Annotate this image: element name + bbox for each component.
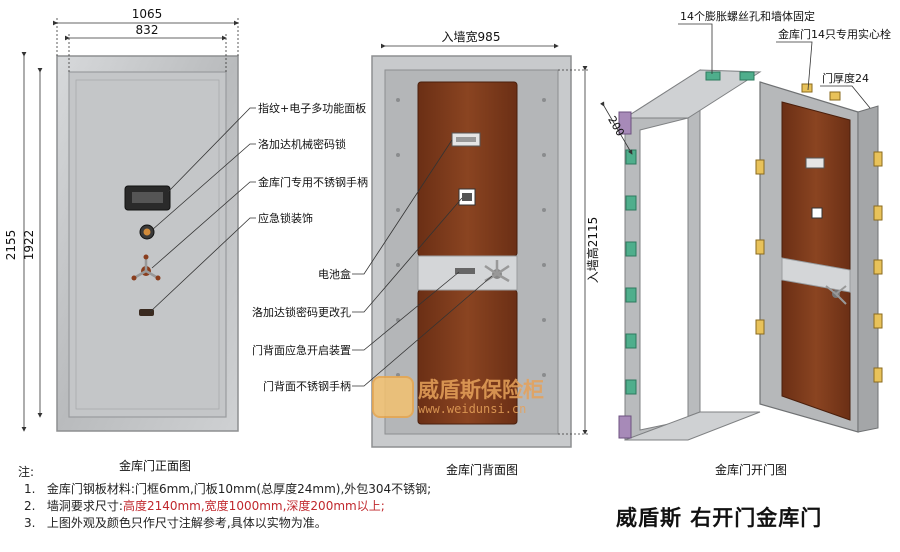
- notes-label: 注:: [18, 465, 35, 479]
- back-view-caption: 金库门背面图: [446, 462, 518, 477]
- front-view: 1065 832 2155 1922 指纹+电子多功能面板 洛加达机械密码锁 金…: [4, 7, 368, 473]
- front-dim-outer-height: 2155: [4, 230, 18, 261]
- emergency-lock-icon: [139, 309, 154, 316]
- open-lower-panel: [781, 279, 851, 421]
- front-callout: 洛加达机械密码锁: [258, 137, 346, 151]
- emergency-device-icon: [455, 268, 475, 274]
- notes-block: 注: 1. 金库门钢板材料:门框6mm,门板10mm(总厚度24mm),外包30…: [18, 464, 431, 532]
- open-callout: 金库门14只专用实心栓: [778, 27, 891, 41]
- front-dim-inner-height: 1922: [22, 230, 36, 261]
- note-highlight: 高度2140mm,宽度1000mm,深度200mm以上;: [122, 499, 385, 513]
- watermark: 威盾斯保险柜 www.weidunsi.cn: [372, 374, 587, 422]
- note-item: 3. 上图外观及颜色只作尺寸注解参考,具体以实物为准。: [24, 516, 327, 530]
- open-upper-panel: [781, 101, 851, 271]
- front-dim-outer-width: 1065: [132, 7, 163, 21]
- open-frame-opening: [639, 117, 689, 431]
- open-view-caption: 金库门开门图: [715, 462, 787, 477]
- front-dim-inner-width: 832: [136, 23, 159, 37]
- open-callout: 门厚度24: [822, 71, 869, 85]
- front-callout: 应急锁装饰: [258, 211, 313, 225]
- door-handle-icon: [131, 254, 161, 281]
- watermark-name: 威盾斯保险柜: [418, 378, 544, 402]
- note-item: 1. 金库门钢板材料:门框6mm,门板10mm(总厚度24mm),外包304不锈…: [24, 482, 432, 496]
- open-frame-top: [623, 69, 762, 119]
- brand-logo-icon: [372, 376, 414, 418]
- expansion-bolt-brackets: [625, 71, 755, 395]
- note-item: 2. 墙洞要求尺寸:高度2140mm,宽度1000mm,深度200mm以上;: [24, 499, 385, 513]
- front-callout: 金库门专用不锈钢手柄: [258, 175, 368, 189]
- back-callout: 洛加达锁密码更改孔: [252, 305, 351, 319]
- watermark-url: www.weidunsi.cn: [418, 402, 527, 416]
- back-callout: 电池盒: [318, 267, 351, 281]
- open-view: 200 14个膨胀螺丝孔和墙体固定 金库门14只专用实心栓 门厚度24 金库门开…: [599, 9, 891, 477]
- back-callout: 门背面不锈钢手柄: [263, 379, 351, 393]
- solid-bolts: [755, 83, 883, 383]
- brand-title: 威盾斯 右开门金库门: [616, 506, 823, 530]
- back-view: 入墙宽985 入墙高2115 电池盒 洛加达锁密码更改孔 门背面应急开启装置 门…: [252, 29, 600, 477]
- open-callout: 14个膨胀螺丝孔和墙体固定: [680, 9, 815, 23]
- back-callout: 门背面应急开启装置: [252, 343, 351, 357]
- front-callout: 指纹+电子多功能面板: [258, 101, 366, 115]
- front-door-panel: [68, 71, 227, 418]
- back-dim-wall-height: 入墙高2115: [585, 217, 600, 284]
- back-dim-wall-width: 入墙宽985: [442, 29, 501, 44]
- front-view-caption: 金库门正面图: [119, 458, 191, 473]
- open-handle-icon: [825, 285, 847, 305]
- purple-frame-bracket: [618, 415, 632, 439]
